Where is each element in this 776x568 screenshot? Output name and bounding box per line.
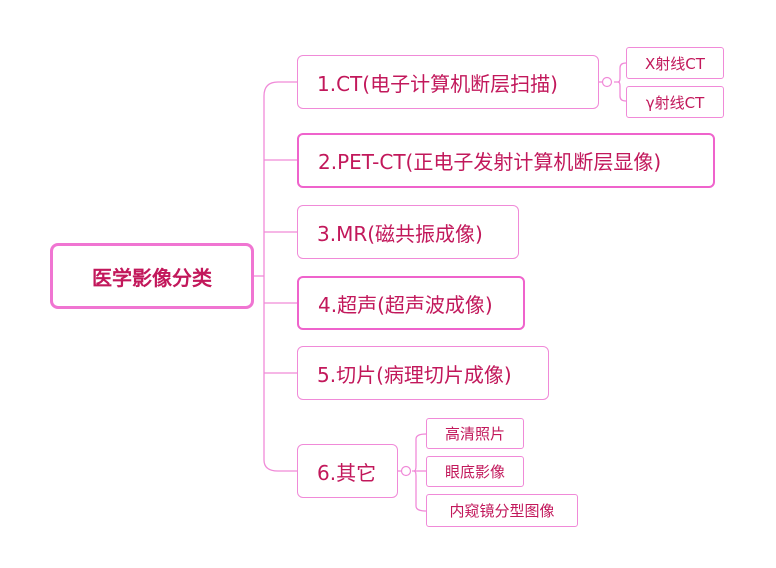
- branch-ultrasound[interactable]: 4.超声(超声波成像): [297, 276, 525, 330]
- branch-other[interactable]: 6.其它: [297, 444, 398, 498]
- leaf-fundus-image[interactable]: 眼底影像: [426, 456, 524, 487]
- leaf-gamma-ct[interactable]: γ射线CT: [626, 86, 724, 118]
- branch-pet-ct[interactable]: 2.PET-CT(正电子发射计算机断层显像): [297, 133, 715, 188]
- collapse-handle-other: [400, 465, 412, 477]
- collapse-handle-ct: [601, 76, 613, 88]
- leaf-endoscopy-image[interactable]: 内窥镜分型图像: [426, 494, 578, 527]
- branch-ct[interactable]: 1.CT(电子计算机断层扫描): [297, 55, 599, 109]
- branch-pathology[interactable]: 5.切片(病理切片成像): [297, 346, 549, 400]
- root-node[interactable]: 医学影像分类: [50, 243, 254, 309]
- branch-mr[interactable]: 3.MR(磁共振成像): [297, 205, 519, 259]
- leaf-hd-photo[interactable]: 高清照片: [426, 418, 524, 449]
- leaf-xray-ct[interactable]: X射线CT: [626, 47, 724, 79]
